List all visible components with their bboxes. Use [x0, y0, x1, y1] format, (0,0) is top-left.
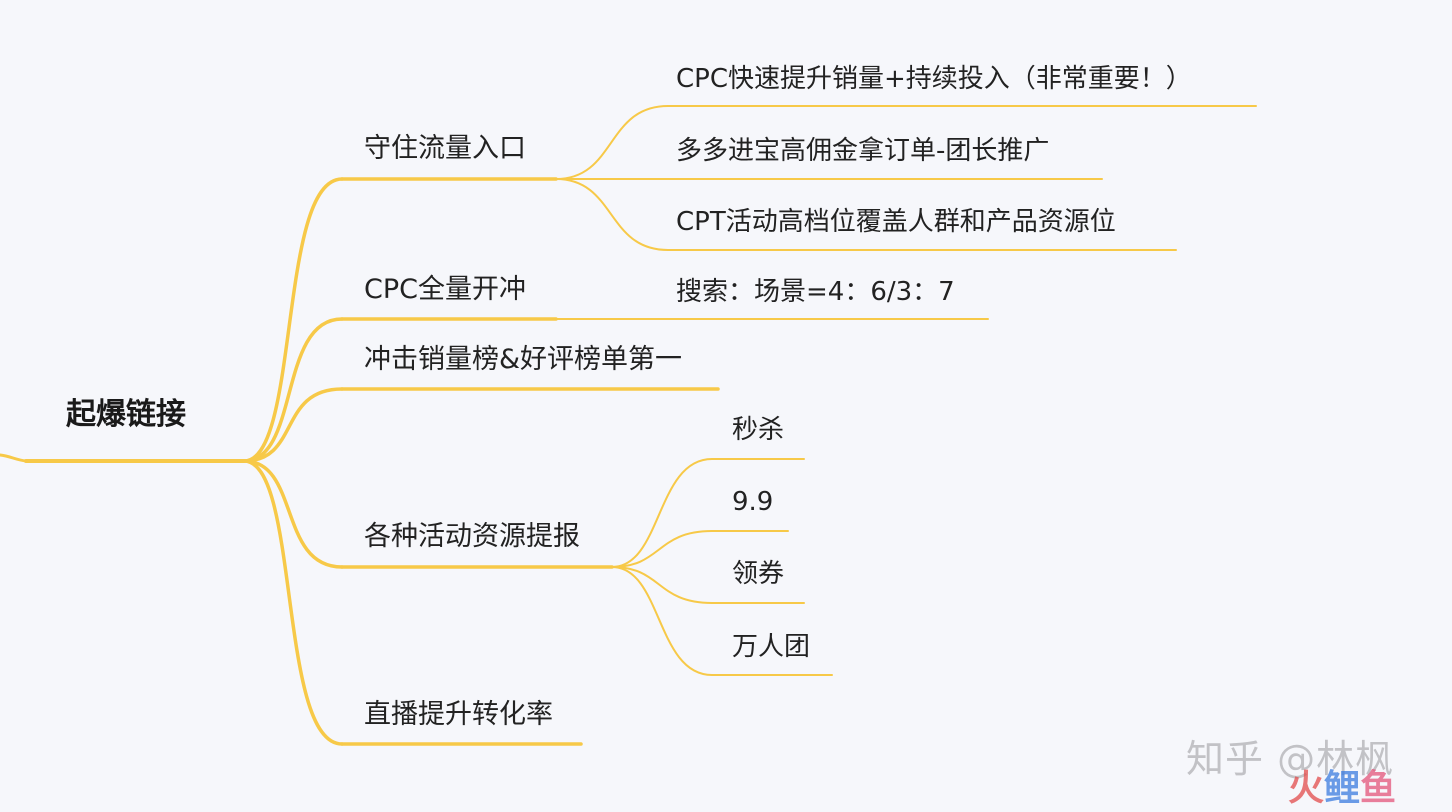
branch-link — [242, 177, 344, 463]
leaf-node-cpt-activity[interactable]: CPT活动高档位覆盖人群和产品资源位 — [676, 207, 1116, 237]
leaf-node-coupon[interactable]: 领券 — [732, 559, 785, 589]
leaf-node-cpc-sales[interactable]: CPC快速提升销量+持续投入（非常重要！） — [676, 64, 1192, 94]
leaf-link — [611, 530, 713, 568]
root-node[interactable]: 起爆链接 — [66, 397, 186, 432]
watermark-platform: 知乎 — [1186, 737, 1265, 781]
root-stub-line — [0, 453, 28, 463]
branch-link — [242, 317, 344, 463]
watermark-brand-char: 鲤 — [1324, 768, 1361, 809]
leaf-link — [611, 566, 713, 604]
branch-node-cpc-full[interactable]: CPC全量开冲 — [364, 274, 526, 305]
leaf-link — [611, 566, 713, 676]
branch-link — [242, 459, 344, 746]
branch-node-ranking[interactable]: 冲击销量榜&好评榜单第一 — [364, 344, 683, 375]
watermark-brand: 火鲤鱼 — [1288, 767, 1396, 811]
branch-link — [242, 459, 344, 569]
leaf-link — [555, 178, 669, 251]
leaf-link — [555, 105, 669, 180]
watermark-author: @林枫 — [1277, 737, 1395, 781]
watermark-brand-char: 鱼 — [1360, 768, 1397, 809]
branch-node-traffic-entry[interactable]: 守住流量入口 — [364, 133, 526, 164]
leaf-node-duoduo-jinbao[interactable]: 多多进宝高佣金拿订单-团长推广 — [676, 136, 1050, 166]
leaf-link — [611, 458, 713, 568]
leaf-node-search-ratio[interactable]: 搜索：场景=4：6/3：7 — [676, 277, 955, 307]
leaf-node-group-buy[interactable]: 万人团 — [732, 632, 811, 662]
branch-node-activity-resources[interactable]: 各种活动资源提报 — [364, 521, 580, 552]
leaf-node-9-9[interactable]: 9.9 — [732, 487, 774, 517]
branch-link — [242, 387, 344, 463]
watermark-zhihu: 知乎 @林枫 — [1186, 728, 1394, 783]
watermark-brand-char: 火 — [1288, 768, 1325, 809]
branch-node-livestream[interactable]: 直播提升转化率 — [364, 699, 553, 730]
leaf-node-seckill[interactable]: 秒杀 — [732, 415, 785, 445]
